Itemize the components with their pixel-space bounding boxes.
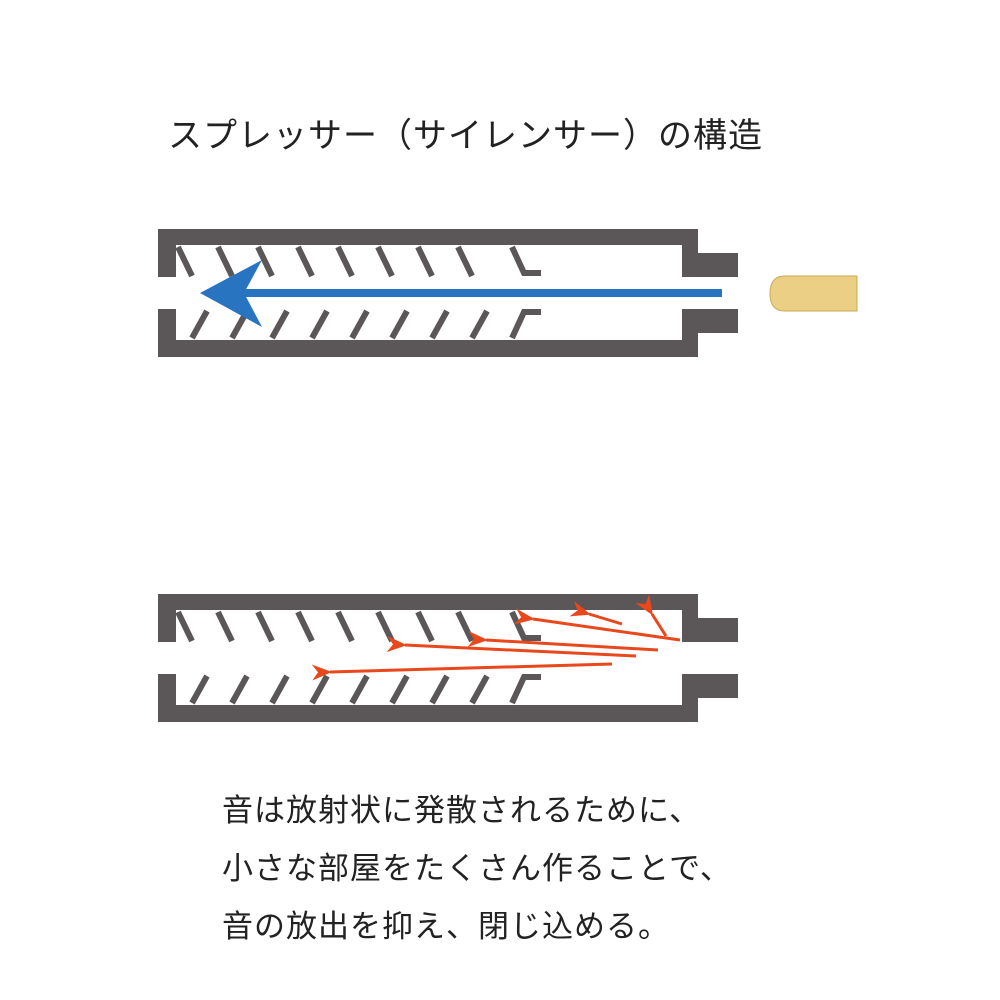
sound-arrow	[569, 601, 623, 626]
diagram-title: スプレッサー（サイレンサー）の構造	[168, 116, 763, 156]
silencer-top-baffles	[175, 245, 541, 340]
sound-arrow	[514, 608, 681, 642]
silencer-bottom-baffles	[175, 610, 541, 705]
sound-arrow	[311, 662, 613, 681]
bullet	[769, 275, 858, 312]
silencer-bottom-body	[158, 594, 738, 722]
silencer-bottom	[158, 594, 738, 722]
silencer-top-body	[158, 229, 738, 357]
caption-line-3: 音の放出を抑え、閉じ込める。	[222, 909, 670, 945]
sound-arrow	[467, 630, 659, 652]
explanation-text: 音は放射状に発散されるために、 小さな部屋をたくさん作ることで、 音の放出を抑え…	[222, 782, 732, 956]
sound-arrow	[635, 594, 668, 637]
silencer-top	[158, 229, 858, 357]
caption-line-1: 音は放射状に発散されるために、	[222, 793, 702, 829]
gas-flow-arrow	[200, 260, 722, 327]
sound-arrow	[386, 636, 637, 658]
sound-wave-arrows	[311, 594, 681, 681]
caption-line-2: 小さな部屋をたくさん作ることで、	[222, 851, 732, 887]
